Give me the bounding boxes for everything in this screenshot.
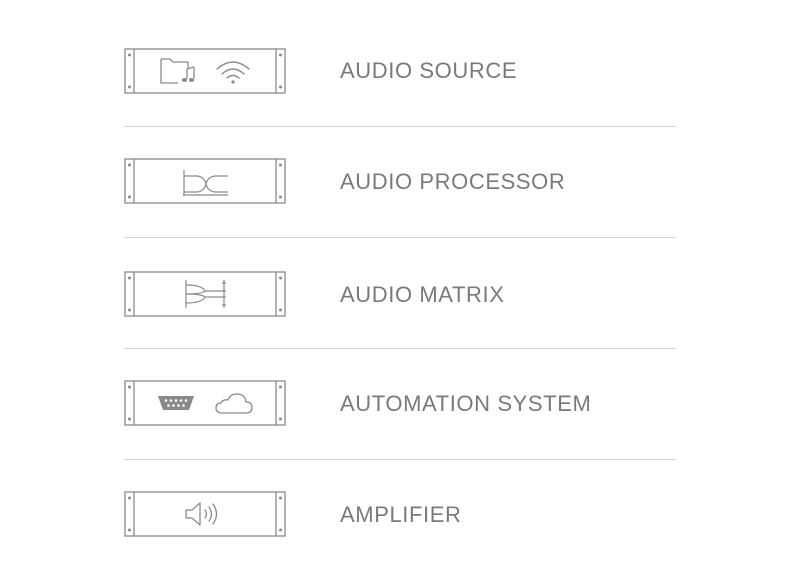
item-label: AUTOMATION SYSTEM xyxy=(340,391,592,416)
rack-frame xyxy=(124,271,286,317)
wifi-icon xyxy=(216,61,250,84)
divider xyxy=(124,348,676,349)
crossover-filter-icon xyxy=(183,170,228,196)
item-label: AMPLIFIER xyxy=(340,502,462,527)
rack-frame xyxy=(124,380,286,426)
music-folder-icon xyxy=(160,58,195,84)
rack-frame xyxy=(124,491,286,537)
rack-unit xyxy=(124,491,286,537)
rack-unit xyxy=(124,158,286,204)
serial-port-icon xyxy=(158,396,194,410)
divider xyxy=(124,459,676,460)
item-label: AUDIO PROCESSOR xyxy=(340,169,566,194)
rack-frame xyxy=(124,48,286,94)
speaker-icon xyxy=(185,502,218,526)
item-label: AUDIO SOURCE xyxy=(340,58,518,83)
cloud-icon xyxy=(215,393,253,414)
rack-frame xyxy=(124,158,286,204)
item-label: AUDIO MATRIX xyxy=(340,282,505,307)
rack-unit xyxy=(124,48,286,94)
matrix-routing-icon xyxy=(185,280,226,308)
divider xyxy=(124,237,676,238)
divider xyxy=(124,126,676,127)
rack-unit xyxy=(124,380,286,426)
rack-unit xyxy=(124,271,286,317)
